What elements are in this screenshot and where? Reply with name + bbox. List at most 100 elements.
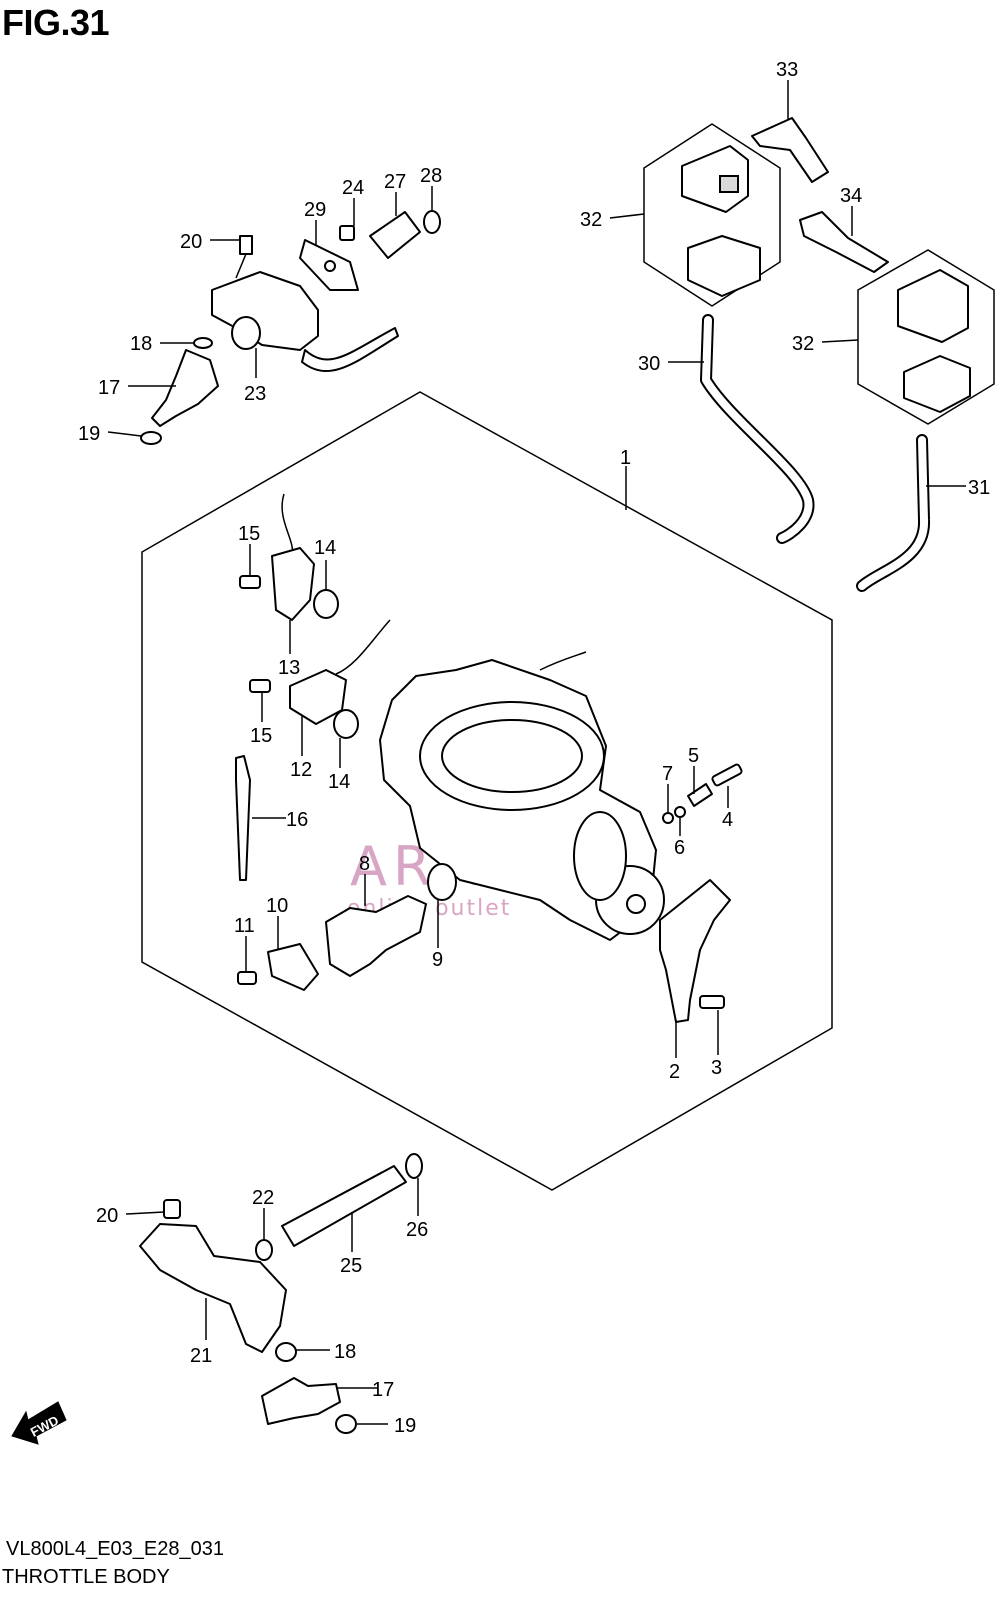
callout-4: 4 (722, 809, 733, 831)
callout-17a: 17 (98, 377, 120, 399)
callout-19b: 19 (394, 1415, 416, 1437)
forward-direction-arrow: FWD (11, 1401, 67, 1445)
callout-leaders (107, 80, 966, 1425)
drum-shaft (573, 811, 627, 901)
callout-18a: 18 (130, 333, 152, 355)
screw-3 (699, 995, 725, 1009)
bracket-2 (659, 879, 731, 1023)
map-sensor-group (643, 117, 995, 592)
screw-15-lower (249, 679, 271, 693)
sensor-13-wire (281, 493, 294, 557)
screw-15-upper (239, 575, 261, 589)
oring-18-lower (275, 1342, 297, 1362)
regulator-27 (369, 211, 421, 259)
oring-19-lower (335, 1414, 357, 1434)
callout-10: 10 (266, 895, 288, 917)
injector-17-upper (151, 349, 219, 427)
pipe-25 (281, 1165, 407, 1247)
leader-32b (821, 339, 859, 343)
bolt-20-upper (239, 235, 253, 255)
fuel-rail-21 (139, 1223, 287, 1353)
oring-19-upper (140, 431, 162, 445)
throttle-body-wire (539, 651, 587, 671)
oring-14-upper (313, 589, 339, 619)
injector-17-lower (261, 1377, 341, 1425)
sensor-box-lower (857, 249, 995, 425)
lower-fuel-rail-group (139, 1153, 423, 1434)
leader-19a (107, 431, 142, 437)
bracket-34 (799, 211, 889, 273)
bracket-33 (751, 117, 829, 183)
hose-31-inner (858, 436, 929, 590)
callout-30: 30 (638, 353, 660, 375)
figure-title: FIG.31 (2, 2, 110, 43)
oring-26 (405, 1153, 423, 1179)
callout-22: 22 (252, 1187, 274, 1209)
callout-14b: 14 (328, 771, 350, 793)
callout-11: 11 (234, 915, 255, 937)
callout-12: 12 (290, 759, 312, 781)
callout-20a: 20 (180, 231, 202, 253)
fuel-rail-upper (211, 271, 319, 351)
screw-11 (237, 971, 257, 985)
fuel-rail-port (231, 316, 261, 350)
oring-9 (427, 863, 457, 901)
callout-31: 31 (968, 477, 990, 499)
callout-19a: 19 (78, 423, 100, 445)
callout-32b: 32 (792, 333, 814, 355)
callout-15a: 15 (238, 523, 260, 545)
callout-20b: 20 (96, 1205, 118, 1227)
bolt-20-lower (163, 1199, 181, 1219)
hose-30-inner (702, 316, 813, 542)
callout-18b: 18 (334, 1341, 356, 1363)
bolt-20-upper-shank (235, 253, 247, 279)
oring-18-upper (193, 337, 213, 349)
throttle-sensor-group (235, 493, 391, 881)
callout-9: 9 (432, 949, 443, 971)
callout-labels: 1 2 3 4 5 6 7 8 9 10 11 12 13 14 14 15 1… (78, 59, 990, 1437)
sensor-32-upper (687, 235, 761, 297)
oring-28 (423, 210, 441, 234)
washer-7 (662, 812, 674, 824)
leader-32a (609, 213, 645, 219)
sensor-box-upper (643, 123, 781, 307)
callout-14a: 14 (314, 537, 336, 559)
callout-5: 5 (688, 745, 699, 767)
callout-3: 3 (711, 1057, 722, 1079)
callout-6: 6 (674, 837, 685, 859)
callout-24: 24 (342, 177, 364, 199)
coupler-32-upper-socket (719, 175, 739, 193)
idle-valve-8 (325, 895, 427, 977)
throttle-body-group (237, 651, 743, 1023)
spring-5 (687, 783, 713, 807)
callout-7: 7 (662, 763, 673, 785)
callout-13: 13 (278, 657, 300, 679)
callout-27: 27 (384, 171, 406, 193)
callout-23: 23 (244, 383, 266, 405)
callout-15b: 15 (250, 725, 272, 747)
callout-28: 28 (420, 165, 442, 187)
washer-6 (674, 806, 686, 818)
sensor-13 (271, 547, 315, 621)
upper-fuel-rail-group (140, 210, 441, 445)
callout-32a: 32 (580, 209, 602, 231)
screw-4 (711, 763, 743, 787)
section-name: THROTTLE BODY (2, 1566, 170, 1588)
callout-17b: 17 (372, 1379, 394, 1401)
callout-2: 2 (669, 1061, 680, 1083)
callout-21: 21 (190, 1345, 212, 1367)
callout-26: 26 (406, 1219, 428, 1241)
callout-1: 1 (620, 447, 631, 469)
sensor-12-wire (335, 619, 391, 675)
callout-33: 33 (776, 59, 798, 81)
throttle-pulley-hub (626, 894, 646, 914)
callout-8: 8 (359, 853, 370, 875)
throttle-bore-inner (441, 719, 583, 793)
leader-20b (125, 1211, 165, 1215)
callout-16: 16 (286, 809, 308, 831)
bolt-24 (339, 225, 355, 241)
oring-22 (255, 1239, 273, 1261)
assembly-boundary (141, 391, 833, 1191)
callout-25: 25 (340, 1255, 362, 1277)
